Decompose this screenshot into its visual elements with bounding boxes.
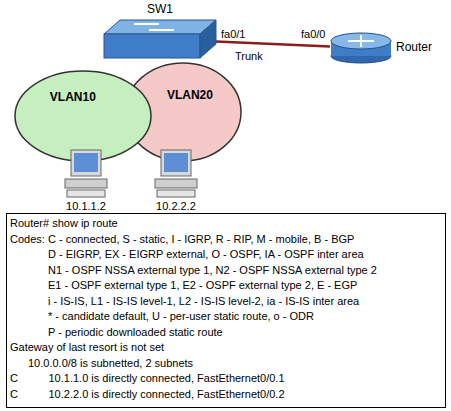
- router-arrow: [360, 35, 362, 47]
- box-border: [7, 214, 446, 408]
- cli-output-line: C 10.2.2.0 is directly connected, FastEt…: [10, 388, 285, 400]
- cli-output-line: N1 - OSPF NSSA external type 1, N2 - OSP…: [48, 264, 377, 276]
- pc-keyboard: [67, 190, 105, 197]
- cli-output-line: Gateway of last resort is not set: [10, 341, 164, 353]
- switch-arrow: [149, 29, 174, 31]
- link-label: Trunk: [235, 50, 263, 62]
- cli-output-line: C 10.1.1.0 is directly connected, FastEt…: [10, 372, 285, 384]
- switch-side: [200, 20, 216, 58]
- cli-output-line: P - periodic downloaded static route: [48, 326, 223, 338]
- interface-label: fa0/1: [221, 28, 245, 40]
- router-icon: Router: [330, 32, 392, 64]
- interface-label: fa0/0: [301, 28, 325, 40]
- switch-icon: SW1: [104, 20, 216, 58]
- cli-output-line: Router# show ip route: [10, 217, 118, 229]
- device-label: Router: [396, 40, 432, 54]
- pc-icon: 10.1.1.2: [64, 150, 108, 198]
- device-label: VLAN20: [167, 88, 213, 102]
- cli-output-line: i - IS-IS, L1 - IS-IS level-1, L2 - IS-I…: [48, 295, 359, 307]
- router-top: [331, 33, 391, 49]
- vlan-ellipse-outline: [14, 70, 152, 162]
- vlan-outline: [15, 71, 151, 161]
- pc-case: [65, 179, 107, 188]
- cli-output-line: 10.0.0.0/8 is subnetted, 2 subnets: [28, 357, 193, 369]
- switch-front: [104, 34, 200, 58]
- cli-output-line: * - candidate default, U - per-user stat…: [48, 310, 314, 322]
- pc-keyboard: [157, 190, 195, 197]
- switch-arrow: [134, 23, 159, 25]
- pc-case: [155, 179, 197, 188]
- cli-output-line: D - EIGRP, EX - EIGRP external, O - OSPF…: [48, 248, 364, 260]
- trunk-link: [216, 42, 330, 47]
- ip-address: 10.1.1.2: [66, 200, 106, 212]
- vlan-outline: [125, 63, 241, 161]
- device-label: SW1: [147, 2, 173, 16]
- pc-icon-outline: [64, 150, 108, 198]
- pc-screen: [164, 153, 188, 172]
- pc-icon: 10.2.2.2: [154, 150, 198, 198]
- switch-icon-outline: [104, 20, 216, 58]
- pc-icon-outline: [154, 150, 198, 198]
- cli-output-line: E1 - OSPF external type 1, E2 - OSPF ext…: [48, 279, 357, 291]
- cli-output-box: Router# show ip routeCodes: C - connecte…: [6, 213, 446, 408]
- pc-monitor: [161, 150, 191, 176]
- vlan-ellipse: VLAN10: [14, 70, 152, 162]
- ip-address: 10.2.2.2: [156, 200, 196, 212]
- pc-screen: [74, 153, 98, 172]
- device-label: VLAN10: [50, 90, 96, 104]
- pc-monitor: [71, 150, 101, 176]
- switch-top: [104, 20, 216, 34]
- router-icon-outline: [330, 32, 392, 64]
- cli-output-line: Codes: C - connected, S - static, I - IG…: [10, 233, 354, 245]
